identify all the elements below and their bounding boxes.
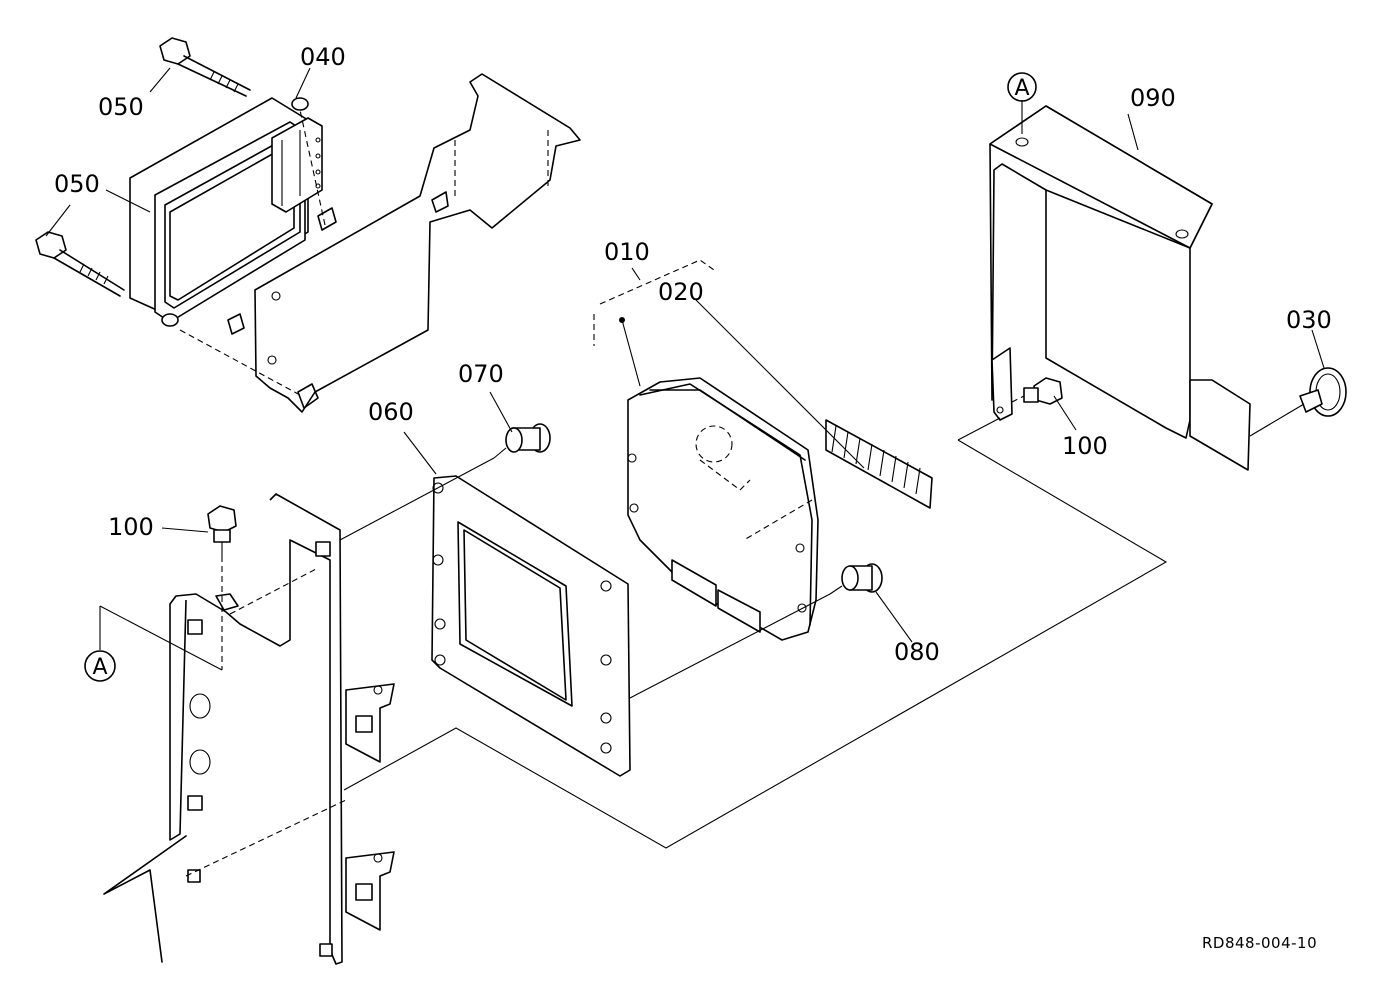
callout-050-upper: 050 bbox=[98, 93, 144, 121]
callout-010: 010 bbox=[604, 238, 650, 266]
bolt-part-050-upper bbox=[159, 37, 251, 97]
mounting-plate-part-060 bbox=[431, 475, 631, 777]
callout-020: 020 bbox=[658, 278, 704, 306]
callout-090: 090 bbox=[1130, 84, 1176, 112]
callout-040: 040 bbox=[300, 43, 346, 71]
frame-bracket bbox=[103, 493, 395, 965]
callout-030: 030 bbox=[1286, 306, 1332, 334]
label-sticker-part-020 bbox=[825, 419, 933, 509]
callout-070: 070 bbox=[458, 360, 504, 388]
reference-marker-a-top: A bbox=[1007, 72, 1037, 102]
grommet-part-070 bbox=[493, 423, 551, 459]
bolt-part-050-lower bbox=[35, 231, 125, 297]
document-id: RD848-004-10 bbox=[1202, 934, 1317, 952]
bolt-part-100-left bbox=[207, 505, 237, 556]
reference-marker-a-left: A bbox=[84, 650, 116, 682]
callout-100-left: 100 bbox=[108, 513, 154, 541]
callout-050-lower: 050 bbox=[54, 170, 100, 198]
hose-clamp-part-030 bbox=[1299, 367, 1347, 417]
control-unit-part-010 bbox=[627, 377, 819, 641]
controller-housing-part-040 bbox=[129, 97, 323, 327]
svg-text:A: A bbox=[92, 655, 107, 680]
callout-leaders bbox=[45, 67, 1325, 643]
assembly-lines bbox=[99, 395, 1305, 877]
callout-080: 080 bbox=[894, 638, 940, 666]
cover-part-090 bbox=[989, 105, 1251, 471]
controller-mounting-bracket bbox=[179, 73, 581, 413]
group-bracket-010-top bbox=[599, 259, 715, 305]
callout-100-right: 100 bbox=[1062, 432, 1108, 460]
callout-060: 060 bbox=[368, 398, 414, 426]
svg-text:A: A bbox=[1014, 76, 1029, 101]
grommet-part-080 bbox=[829, 563, 883, 595]
